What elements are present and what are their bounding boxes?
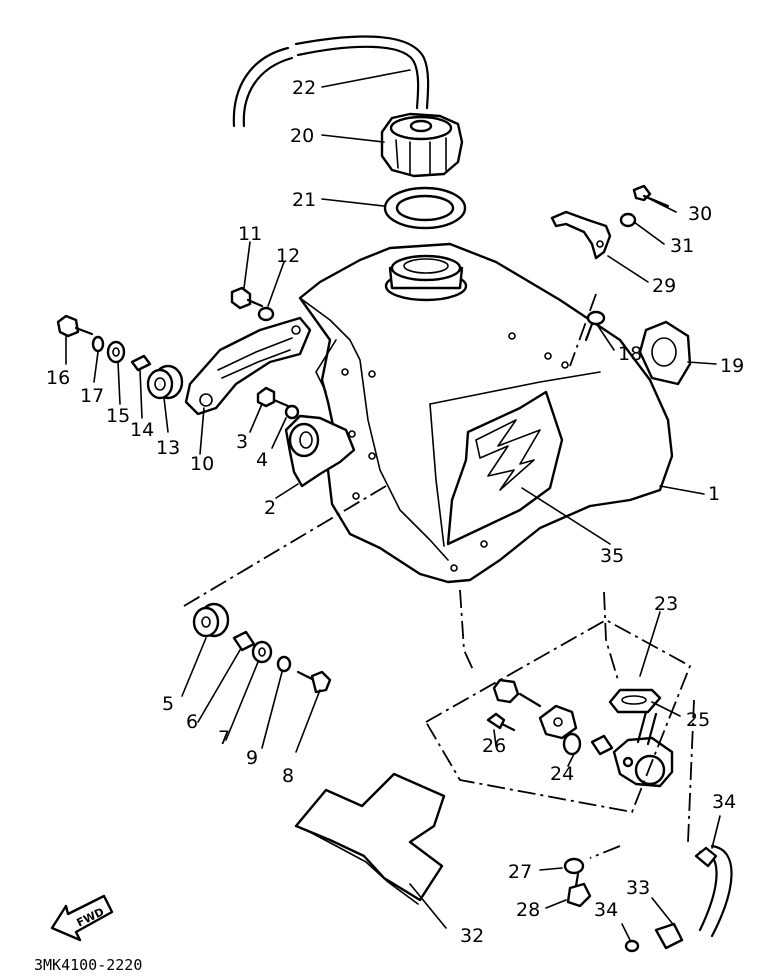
callout-16: 16 [46,367,70,389]
fuel-tank [298,242,674,584]
mount-collar-small [130,354,152,372]
callout-11: 11 [238,223,262,245]
tank-stay [284,414,356,488]
callout-30: 30 [688,203,712,225]
callout-3: 3 [236,431,248,453]
callout-18: 18 [618,343,642,365]
forward-arrow-icon: FWD [50,894,114,942]
callout-2: 2 [264,497,276,519]
callout-14: 14 [130,419,154,441]
front-stay [184,316,312,416]
assembly-lines [183,293,695,859]
bracket-washer [619,212,637,228]
mount-collar-large [106,340,126,364]
drain-bolt [566,872,592,908]
fuel-cock-body [612,710,674,788]
fuel-cock-group-outline [424,618,692,814]
mount-collar-flange [251,640,273,664]
fuel-cock-screw [486,712,516,732]
tank-pad [294,772,446,905]
stay-bolt [230,286,264,310]
fuel-cock-oring [562,732,582,756]
drain-washer [563,857,585,875]
mount-damper-front [146,364,184,400]
callout-13: 13 [156,437,180,459]
fuel-cock-strainer [590,734,614,756]
rear-bracket [550,210,612,260]
callout-12: 12 [276,245,300,267]
mount-washer-rear [276,655,292,673]
mount-bolt-rear [296,670,332,694]
callout-26: 26 [482,735,506,757]
callout-33: 33 [626,877,650,899]
drawing-code: 3MK4100-2220 [34,956,142,974]
callout-24: 24 [550,763,574,785]
callout-21: 21 [292,189,316,211]
callout-20: 20 [290,125,314,147]
mount-washer-front [91,335,105,353]
fuel-hose [654,844,733,950]
mount-damper-rear [192,602,230,638]
callout-5: 5 [162,693,174,715]
callout-34-lower: 34 [594,899,618,921]
fuel-cock-lever [492,678,542,708]
callout-9: 9 [246,747,258,769]
mount-collar-rear [232,630,256,652]
tank-bolt [256,386,290,408]
callout-7: 7 [218,727,230,749]
fuel-cap [380,112,464,178]
callout-29: 29 [652,275,676,297]
callout-6: 6 [186,711,198,733]
side-grommet [638,320,692,386]
cap-gasket [383,186,467,230]
bracket-bolt [632,184,670,208]
callout-4: 4 [256,449,268,471]
callout-35: 35 [600,545,624,567]
callout-31: 31 [670,235,694,257]
callout-22: 22 [292,77,316,99]
callout-25: 25 [686,709,710,731]
fuel-cock-plate [538,704,578,740]
callout-19: 19 [720,355,744,377]
callout-10: 10 [190,453,214,475]
hose-clip-lower [624,939,640,953]
leader-lines [65,69,721,941]
callout-8: 8 [282,765,294,787]
fuel-cock-gasket [608,688,662,714]
callout-15: 15 [106,405,130,427]
tank-decal [446,390,564,546]
callout-28: 28 [516,899,540,921]
breather-hose [232,35,430,128]
callout-32: 32 [460,925,484,947]
callout-23: 23 [654,593,678,615]
callout-27: 27 [508,861,532,883]
tank-washer [284,404,300,420]
callout-1: 1 [708,483,720,505]
mount-bolt-front [56,314,94,338]
callout-34-upper: 34 [712,791,736,813]
stay-washer [257,306,275,322]
callout-17: 17 [80,385,104,407]
hose-clip-upper [694,846,718,868]
